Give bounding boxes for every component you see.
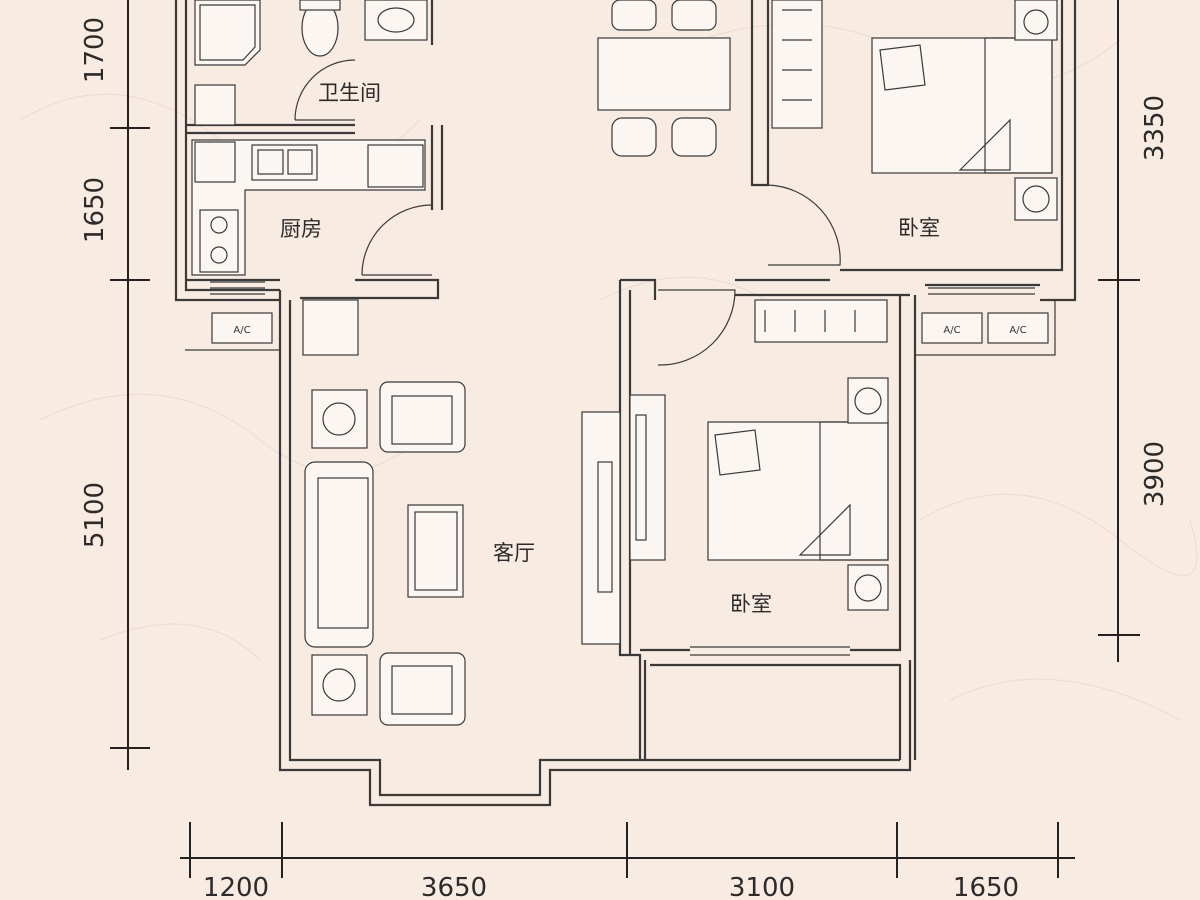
upper-bedroom-furniture: [771, 0, 1058, 221]
dim-left-2: 1650: [80, 177, 110, 243]
living-room-furniture: [302, 299, 621, 726]
ac-ledge-right: [915, 300, 1056, 356]
tv-cabinet-icon: [629, 394, 666, 561]
room-labels: 卫生间 厨房 客厅 卧室 卧室: [280, 81, 940, 616]
window-kitchen: [210, 281, 265, 295]
dining-chair-icon: [671, 117, 717, 157]
room-label-kitchen: 厨房: [280, 217, 322, 241]
room-label-bedroom-bottom: 卧室: [730, 592, 772, 616]
dim-bottom-3: 3100: [729, 873, 795, 900]
ac-unit-icon: [921, 312, 983, 344]
ac-unit-label: A/C: [233, 325, 250, 336]
dining-chair-icon: [611, 0, 657, 31]
coffee-table-icon: [407, 504, 464, 598]
stove-icon: [199, 209, 239, 273]
room-label-bathroom: 卫生间: [318, 81, 381, 105]
wall-living-outer: [278, 290, 912, 807]
door-bedroom-bottom: [657, 289, 736, 366]
doors: [294, 59, 841, 366]
side-table-icon: [311, 389, 368, 449]
kitchen-counter: [191, 139, 426, 276]
dim-bottom-1: 1200: [203, 873, 269, 900]
pillow-icon: [714, 429, 761, 476]
dimension-labels: 1700 1650 5100 3350 3900 1200 3650 3100 …: [80, 17, 1170, 900]
wall-mid: [620, 278, 657, 300]
fridge-icon: [194, 141, 236, 183]
ac-unit-icon: [987, 312, 1049, 344]
door-kitchen: [361, 204, 433, 276]
wall-lower-bedroom-east: [850, 295, 902, 652]
ac-unit-label: A/C: [1009, 325, 1026, 336]
room-label-living: 客厅: [493, 541, 535, 565]
door-bedroom-top: [767, 184, 841, 266]
ac-unit-icon: [211, 312, 273, 344]
wall-outer-east: [1040, 0, 1077, 302]
dining-table-icon: [597, 37, 731, 111]
side-table-icon: [311, 654, 368, 716]
nightstand-icon: [847, 564, 889, 611]
dining-chair-icon: [611, 117, 657, 157]
ac-unit-label: A/C: [943, 325, 960, 336]
cabinet-icon: [367, 144, 424, 188]
wardrobe-icon: [754, 299, 888, 343]
dim-bottom-4: 1650: [953, 873, 1019, 900]
dining-chair-icon: [671, 0, 717, 31]
armchair-icon: [379, 381, 466, 453]
wall-upper-bedroom-south: [840, 0, 1064, 272]
armchair-icon: [379, 652, 466, 726]
toilet-icon: [301, 0, 339, 57]
bath-cabinet-icon: [194, 84, 236, 126]
dimension-lines: [110, 0, 1140, 878]
dim-bottom-2: 3650: [421, 873, 487, 900]
dim-left-1: 1700: [80, 17, 110, 83]
nightstand-icon: [1014, 0, 1058, 41]
dim-left-3: 5100: [80, 482, 110, 548]
wall-upper-bedroom-west: [750, 0, 770, 187]
wardrobe-icon: [771, 0, 823, 129]
pillow-icon: [879, 44, 926, 91]
washbasin-icon: [364, 0, 428, 41]
wall-kitchen-south-2: [300, 278, 440, 300]
dim-right-1: 3350: [1140, 95, 1170, 161]
bathroom-fixtures: [194, 0, 428, 126]
balcony-window: [690, 646, 850, 656]
kitchen-fixtures: [191, 139, 426, 276]
sofa-icon: [304, 461, 374, 648]
wall-left-upper: [174, 0, 280, 302]
dining-set: [597, 0, 731, 157]
tv-cabinet-icon: [581, 411, 621, 645]
window-bedroom: [928, 287, 1035, 295]
shower-enclosure-icon: [194, 0, 261, 66]
room-label-bedroom-top: 卧室: [898, 216, 940, 240]
dim-right-2: 3900: [1140, 441, 1170, 507]
wall-living-inner: [288, 300, 900, 797]
door-bathroom: [294, 59, 356, 121]
lower-bedroom-furniture: [629, 299, 889, 611]
wall-balcony-2: [650, 663, 902, 760]
storage-cabinet-icon: [302, 299, 359, 356]
ac-units: A/C A/C A/C: [211, 312, 1049, 344]
nightstand-icon: [1014, 177, 1058, 221]
nightstand-icon: [847, 377, 889, 424]
wall-left-upper-inner: [184, 0, 280, 292]
